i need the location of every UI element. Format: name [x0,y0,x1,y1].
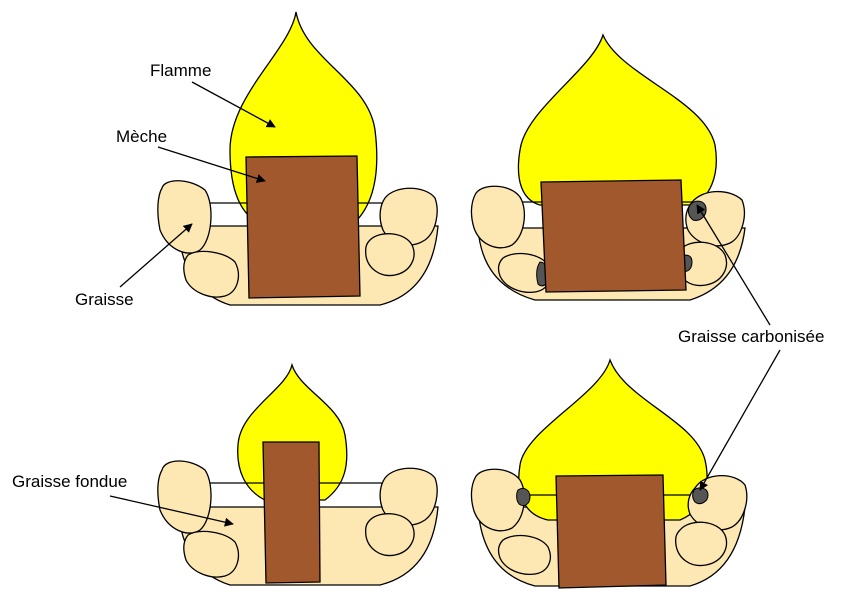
fat-chunk [184,251,239,297]
wick [541,180,686,292]
fat-chunk [471,186,524,247]
arrow-charred-fat-lower [700,350,780,490]
label-fat: Graisse [75,290,134,309]
lamp-panel-2 [471,35,745,300]
label-flame: Flamme [150,61,211,80]
wick [246,156,360,298]
fat-chunk [366,514,414,556]
flame [518,35,716,205]
lamp-panel-1 [158,12,438,305]
label-wick: Mèche [116,127,167,146]
fat-chunk [158,181,211,253]
fat-chunk [676,522,727,565]
label-charred-fat: Graisse carbonisée [678,327,824,346]
fat-chunk [158,461,211,533]
lamp-panel-4 [471,360,746,588]
lamp-panel-3 [158,365,438,585]
charred-fat [517,488,530,505]
fat-chunk [184,531,239,577]
charred-fat [688,201,706,220]
fat-chunk [366,234,414,276]
charred-fat [693,488,708,504]
label-melted-fat: Graisse fondue [12,472,127,491]
arrow-fat [120,224,192,287]
fat-chunk [471,469,524,530]
wick [556,475,666,588]
wick [263,442,320,583]
